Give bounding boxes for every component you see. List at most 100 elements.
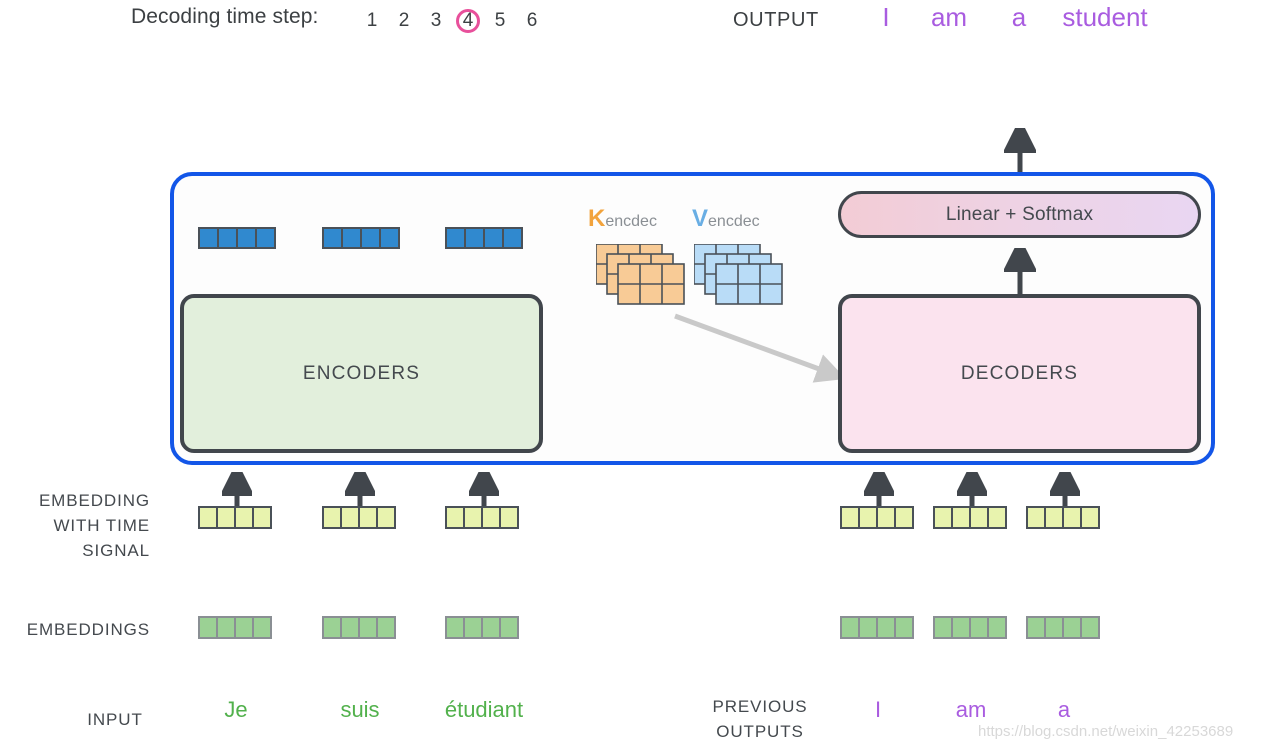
- encoder-output-vector-3: [445, 227, 523, 249]
- v-subscript: encdec: [708, 213, 760, 230]
- output-token-list: I am a student: [862, 2, 1160, 33]
- step-number-4-active[interactable]: 4: [452, 6, 484, 36]
- embeddings-vector-1: [198, 616, 272, 639]
- vector-cell: [1026, 616, 1046, 639]
- final-output-arrow-icon: [1004, 128, 1036, 178]
- output-token-4: student: [1062, 2, 1148, 32]
- input-label: INPUT: [87, 710, 143, 729]
- vector-cell: [255, 227, 276, 249]
- encoder-output-vector-2: [322, 227, 400, 249]
- vector-cell: [483, 227, 504, 249]
- vector-cell: [358, 616, 378, 639]
- vector-cell: [376, 506, 396, 529]
- decoders-to-linear-arrow-icon: [1004, 248, 1036, 294]
- time-signal-vector-6: [1026, 506, 1100, 529]
- watermark: https://blog.csdn.net/weixin_42253689: [978, 723, 1234, 740]
- step-number-3[interactable]: 3: [430, 10, 442, 31]
- step-number-6[interactable]: 6: [526, 10, 538, 31]
- vector-cell: [234, 506, 254, 529]
- step-number-1[interactable]: 1: [366, 10, 378, 31]
- vector-cell: [894, 506, 914, 529]
- vector-cell: [876, 506, 896, 529]
- source-token-2: suis: [340, 697, 380, 722]
- vector-cell: [894, 616, 914, 639]
- label-line-2: WITH TIME: [53, 516, 150, 535]
- vector-cell: [969, 616, 989, 639]
- step-number-2[interactable]: 2: [398, 10, 410, 31]
- vector-cell: [1026, 506, 1046, 529]
- vector-cell: [358, 506, 378, 529]
- linear-softmax-block[interactable]: Linear + Softmax: [838, 191, 1201, 238]
- vector-cell: [322, 506, 342, 529]
- label-line-1: PREVIOUS: [712, 697, 808, 716]
- vector-cell: [481, 616, 501, 639]
- decoding-time-step-label: Decoding time step:: [131, 5, 319, 28]
- vector-cell: [840, 616, 860, 639]
- label-line-1: EMBEDDING: [38, 491, 150, 510]
- vector-cell: [951, 616, 971, 639]
- vector-cell: [341, 227, 362, 249]
- vector-cell: [1044, 616, 1064, 639]
- vector-cell: [840, 506, 860, 529]
- vector-cell: [1080, 616, 1100, 639]
- embeddings-vector-2: [322, 616, 396, 639]
- vector-cell: [198, 616, 218, 639]
- vector-cell: [322, 227, 343, 249]
- label-line-3: SIGNAL: [82, 541, 150, 560]
- vector-cell: [379, 227, 400, 249]
- vector-cell: [236, 227, 257, 249]
- embeddings-vector-6: [1026, 616, 1100, 639]
- vector-cell: [463, 506, 483, 529]
- k-subscript: encdec: [605, 213, 657, 230]
- vector-cell: [216, 506, 236, 529]
- time-signal-vector-1: [198, 506, 272, 529]
- vector-cell: [340, 506, 360, 529]
- decoding-step-selector[interactable]: 1 2 3 4 5 6: [356, 6, 548, 36]
- target-token-1: I: [874, 697, 882, 722]
- vector-cell: [216, 616, 236, 639]
- vector-cell: [340, 616, 360, 639]
- embeddings-vector-3: [445, 616, 519, 639]
- vector-cell: [234, 616, 254, 639]
- k-encdec-label: Kencdec: [588, 205, 657, 233]
- output-token-1: I: [882, 2, 890, 32]
- vector-cell: [445, 506, 465, 529]
- vector-cell: [445, 616, 465, 639]
- vector-cell: [1062, 506, 1082, 529]
- decoders-block[interactable]: DECODERS: [838, 294, 1201, 453]
- vector-cell: [445, 227, 466, 249]
- vector-cell: [987, 616, 1007, 639]
- vector-cell: [252, 616, 272, 639]
- target-token-2: am: [955, 697, 987, 722]
- target-token-3: a: [1057, 697, 1071, 722]
- vector-cell: [858, 506, 878, 529]
- k-encdec-matrix-stack-icon: [596, 244, 685, 305]
- encoders-block[interactable]: ENCODERS: [180, 294, 543, 453]
- vector-cell: [1044, 506, 1064, 529]
- step-number-5[interactable]: 5: [494, 10, 506, 31]
- v-encdec-label: Vencdec: [692, 205, 760, 233]
- output-token-3: a: [1011, 2, 1027, 32]
- embeddings-vector-5: [933, 616, 1007, 639]
- vector-cell: [360, 227, 381, 249]
- vector-cell: [376, 616, 396, 639]
- vector-cell: [198, 506, 218, 529]
- vector-cell: [502, 227, 523, 249]
- output-label: OUTPUT: [733, 9, 819, 31]
- output-token-2: am: [930, 2, 968, 32]
- k-symbol: K: [588, 205, 606, 232]
- vector-cell: [481, 506, 501, 529]
- vector-cell: [951, 506, 971, 529]
- v-encdec-matrix-stack-icon: [694, 244, 783, 305]
- previous-outputs-label: PREVIOUS OUTPUTS: [690, 694, 830, 744]
- vector-cell: [464, 227, 485, 249]
- time-signal-vector-4: [840, 506, 914, 529]
- time-signal-vector-3: [445, 506, 519, 529]
- vector-cell: [499, 616, 519, 639]
- source-token-1: Je: [224, 697, 248, 722]
- vector-cell: [987, 506, 1007, 529]
- encoder-output-vector-1: [198, 227, 276, 249]
- vector-cell: [217, 227, 238, 249]
- vector-cell: [933, 506, 953, 529]
